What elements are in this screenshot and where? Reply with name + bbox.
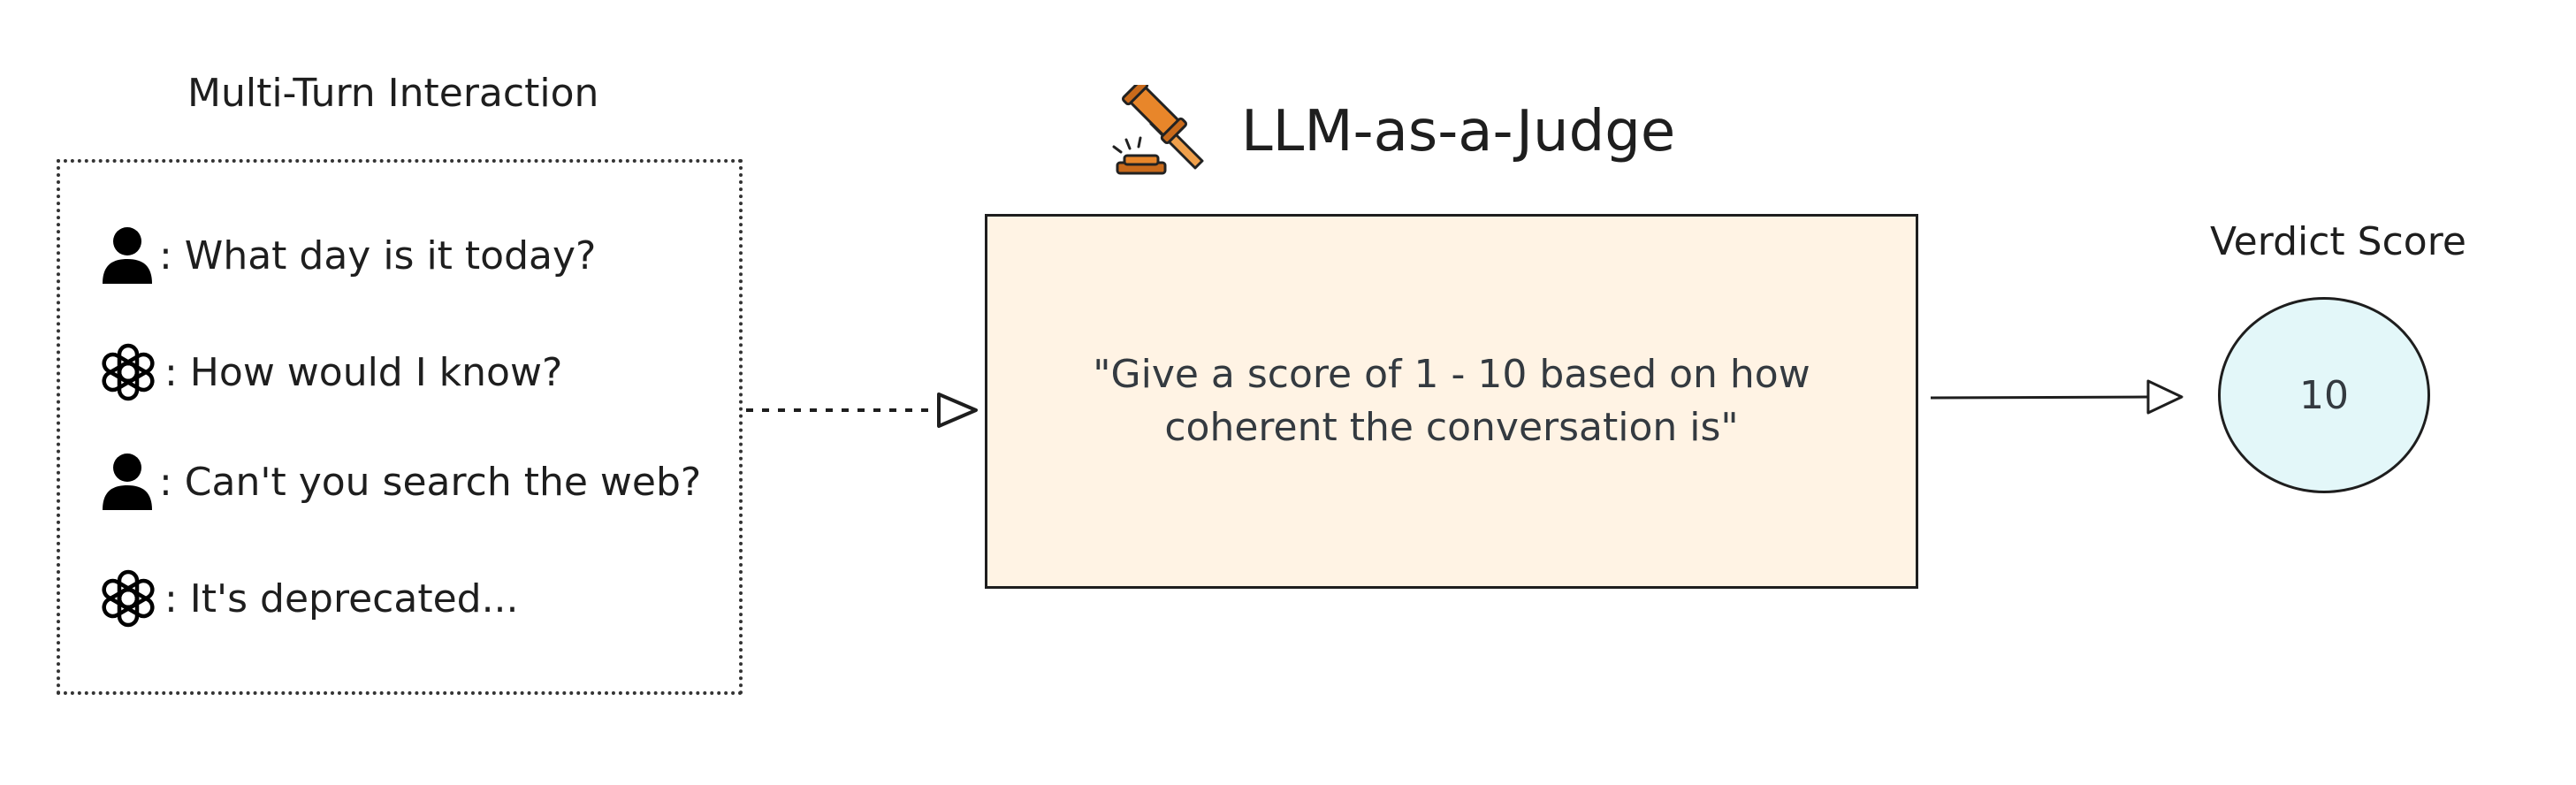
verdict-score-circle: 10 [2218, 297, 2430, 493]
turn-text: : It's deprecated... [164, 575, 519, 621]
judge-prompt: "Give a score of 1 - 10 based on how coh… [1093, 352, 1810, 450]
verdict-score: 10 [2299, 372, 2349, 418]
openai-icon [102, 569, 155, 628]
judge-title: LLM-as-a-Judge [1241, 99, 1676, 164]
gavel-icon [1112, 85, 1204, 175]
turn-text: : How would I know? [164, 349, 563, 395]
turn-text: : What day is it today? [159, 232, 597, 278]
judge-prompt-box: "Give a score of 1 - 10 based on how coh… [985, 214, 1918, 589]
conversation-turn: : How would I know? [95, 332, 562, 412]
conversation-turn: : It's deprecated... [95, 559, 519, 638]
solid-arrow [1930, 379, 2184, 415]
verdict-title: Verdict Score [2210, 219, 2466, 264]
turn-text: : Can't you search the web? [159, 459, 702, 505]
conversation-turn: : Can't you search the web? [99, 442, 701, 522]
interaction-title: Multi-Turn Interaction [187, 71, 599, 116]
user-icon [103, 453, 152, 510]
user-icon [103, 227, 152, 284]
conversation-turn: : What day is it today? [99, 216, 596, 295]
openai-icon [102, 343, 155, 401]
conversation-box [57, 159, 743, 695]
dotted-arrow [746, 392, 978, 428]
